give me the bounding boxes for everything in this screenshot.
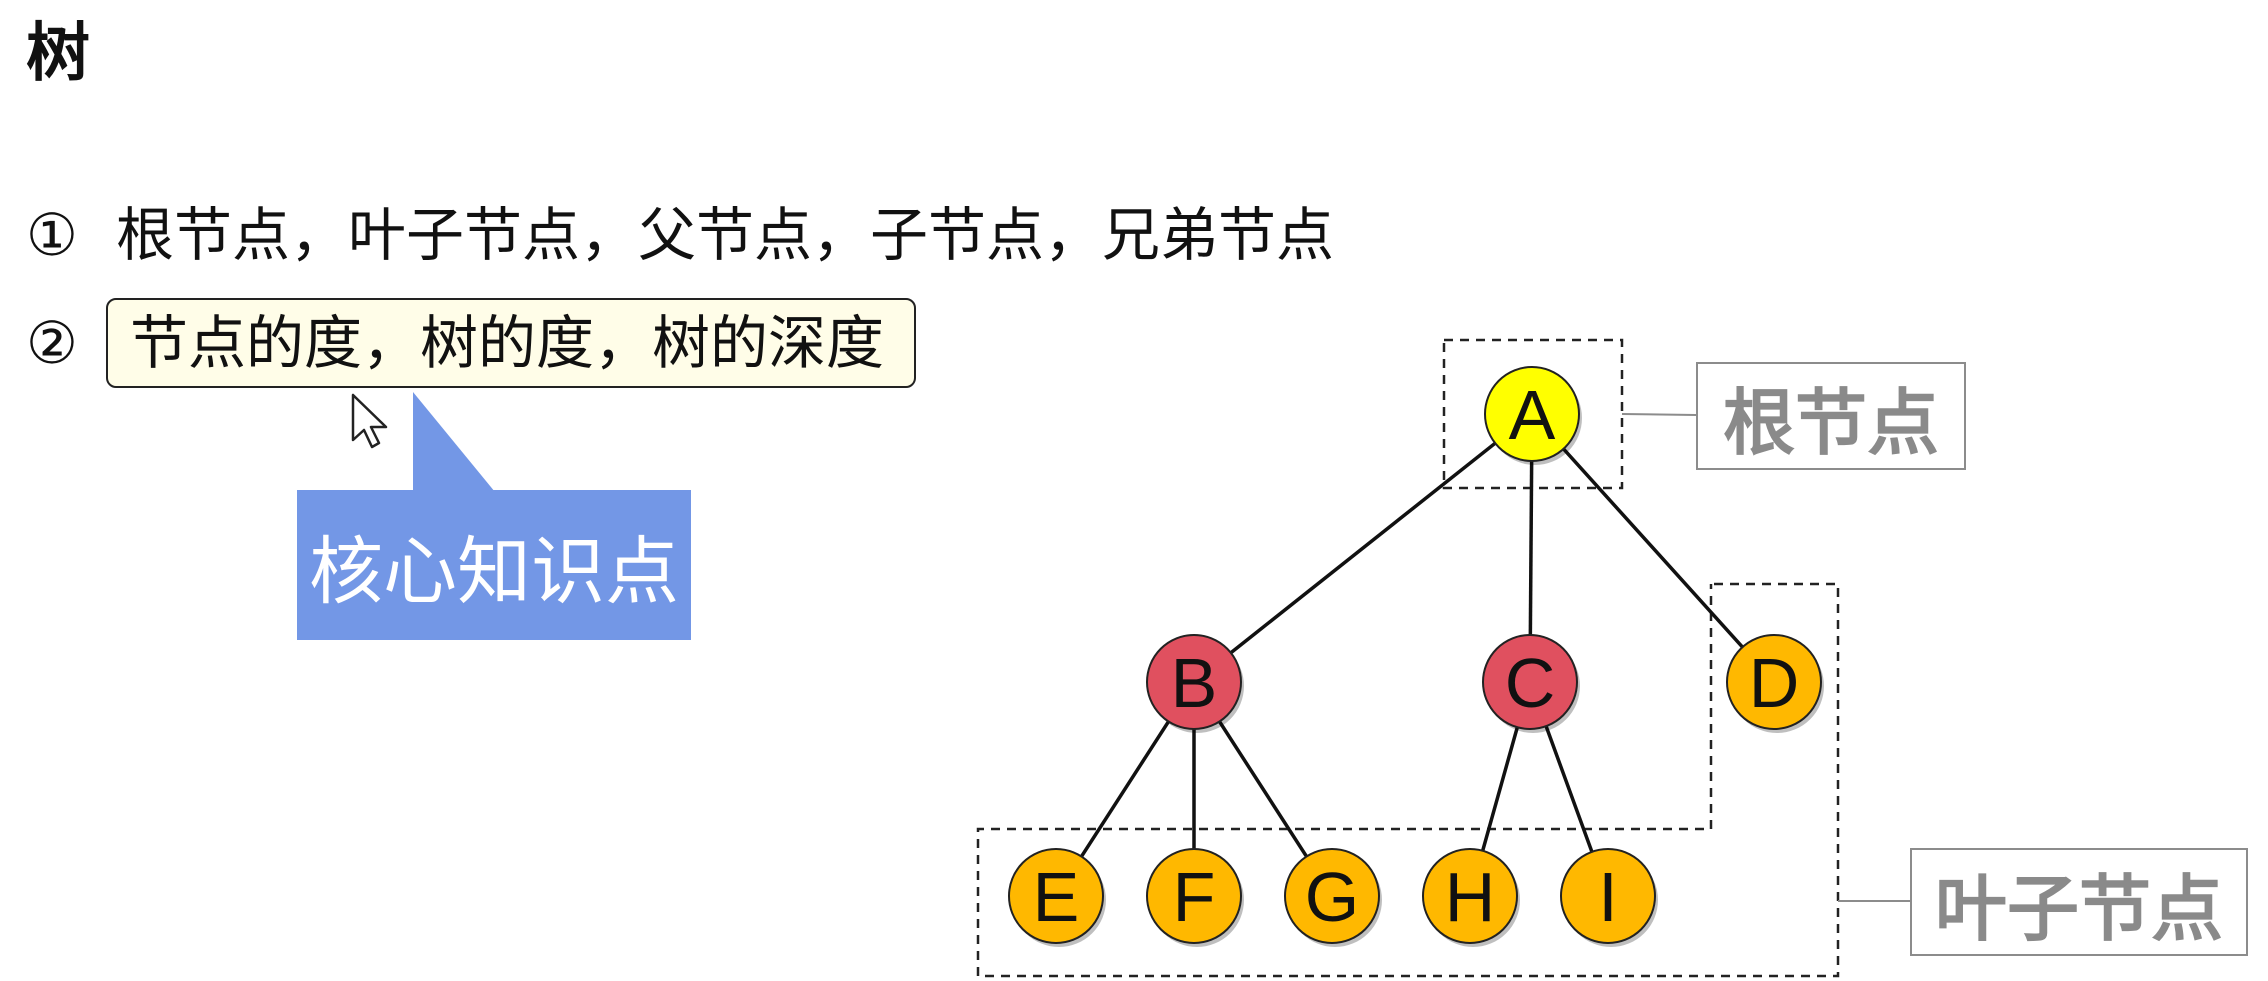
leaf-node-label: 叶子节点 [1910, 848, 2248, 956]
node-C-label: C [1505, 644, 1556, 722]
node-C-circle [1482, 634, 1578, 730]
node-G-circle [1284, 848, 1380, 944]
node-I-label: I [1598, 858, 1617, 936]
node-D: D [1726, 634, 1824, 733]
item-1-number: ① [26, 201, 78, 269]
item-1-text: 根节点，叶子节点，父节点，子节点，兄弟节点 [116, 201, 1335, 269]
node-A-label: A [1509, 376, 1556, 454]
node-E-label: E [1033, 858, 1080, 936]
root-node-label: 根节点 [1696, 362, 1966, 470]
node-E-circle [1008, 848, 1104, 944]
node-D-circle [1726, 634, 1822, 730]
node-H-circle [1422, 848, 1518, 944]
item-2-highlight: 节点的度，树的度，树的深度 [106, 298, 917, 388]
node-B-label: B [1171, 644, 1218, 722]
node-B: B [1146, 634, 1244, 733]
item-2: ② 节点的度，树的度，树的深度 [26, 298, 917, 388]
node-F-circle [1146, 848, 1242, 944]
node-E: E [1008, 848, 1106, 947]
edge-A-D [1530, 412, 1776, 684]
slide-title: 树 [26, 17, 90, 91]
node-F: F [1146, 848, 1244, 947]
root-dashed-box [1442, 338, 1624, 490]
callout-pointer [413, 392, 495, 492]
node-I-circle [1560, 848, 1656, 944]
node-G: G [1284, 848, 1382, 947]
node-A: A [1484, 366, 1582, 465]
node-I: I [1560, 848, 1658, 947]
core-knowledge-callout: 核心知识点 [297, 490, 691, 640]
node-F-label: F [1173, 858, 1216, 936]
node-H-label: H [1445, 858, 1496, 936]
leaf-dashed-box [976, 582, 1840, 978]
edge-A-B [1192, 412, 1534, 684]
node-D-label: D [1749, 644, 1800, 722]
node-H: H [1422, 848, 1520, 947]
node-B-circle [1146, 634, 1242, 730]
mouse-cursor-icon [351, 393, 388, 449]
item-2-number: ② [26, 309, 78, 377]
item-1: ① 根节点，叶子节点，父节点，子节点，兄弟节点 [26, 206, 1334, 264]
node-A-circle [1484, 366, 1580, 462]
node-G-label: G [1305, 858, 1359, 936]
node-C: C [1482, 634, 1580, 733]
root-label-connector [1621, 413, 1697, 416]
